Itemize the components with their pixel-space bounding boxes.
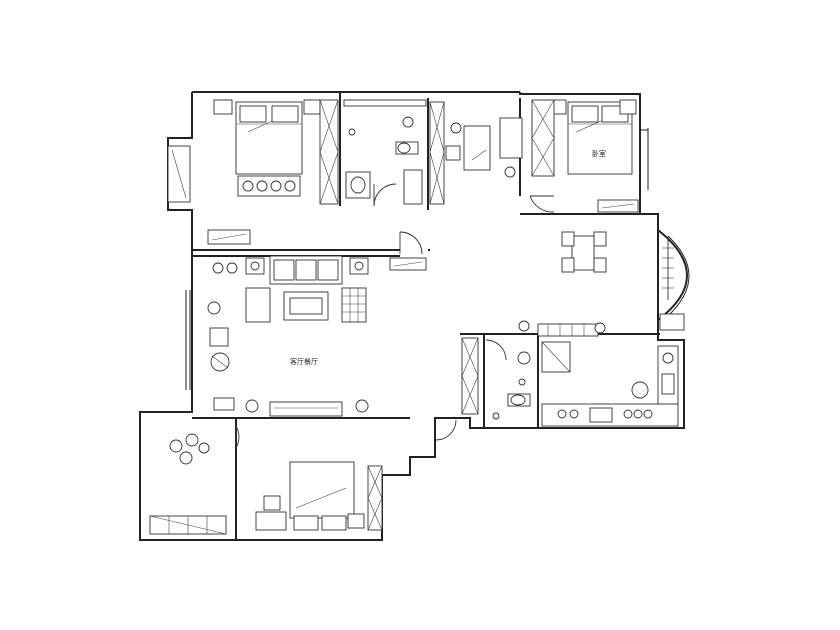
bay-window [657,229,690,321]
balcony-bottom-left [149,433,227,535]
wardrobe-bottom [367,465,383,531]
bottom-bedroom-door [235,419,457,449]
room-label-living-room: 客厅餐厅 [290,357,318,366]
living-room-furniture [207,255,369,417]
bed-top-left [213,99,321,197]
tv-unit-top-left [207,229,251,245]
study-room [429,101,555,213]
wardrobe-top-right [531,99,555,177]
room-label-bedroom-right: 卧室 [592,149,606,158]
outer-walls [139,91,685,541]
window-marks [185,128,649,390]
bed-top-right [547,99,637,175]
corridor-door [389,231,427,271]
balcony-window-left [167,145,191,203]
bathroom-bottom [461,337,531,420]
bathroom-top [343,99,427,207]
kitchen [518,320,679,427]
dining-table [561,231,607,273]
wardrobe-top-left [319,99,339,205]
tv-unit-top-right [597,199,639,213]
bay-shelf [659,240,685,331]
bed-bottom [255,461,365,531]
